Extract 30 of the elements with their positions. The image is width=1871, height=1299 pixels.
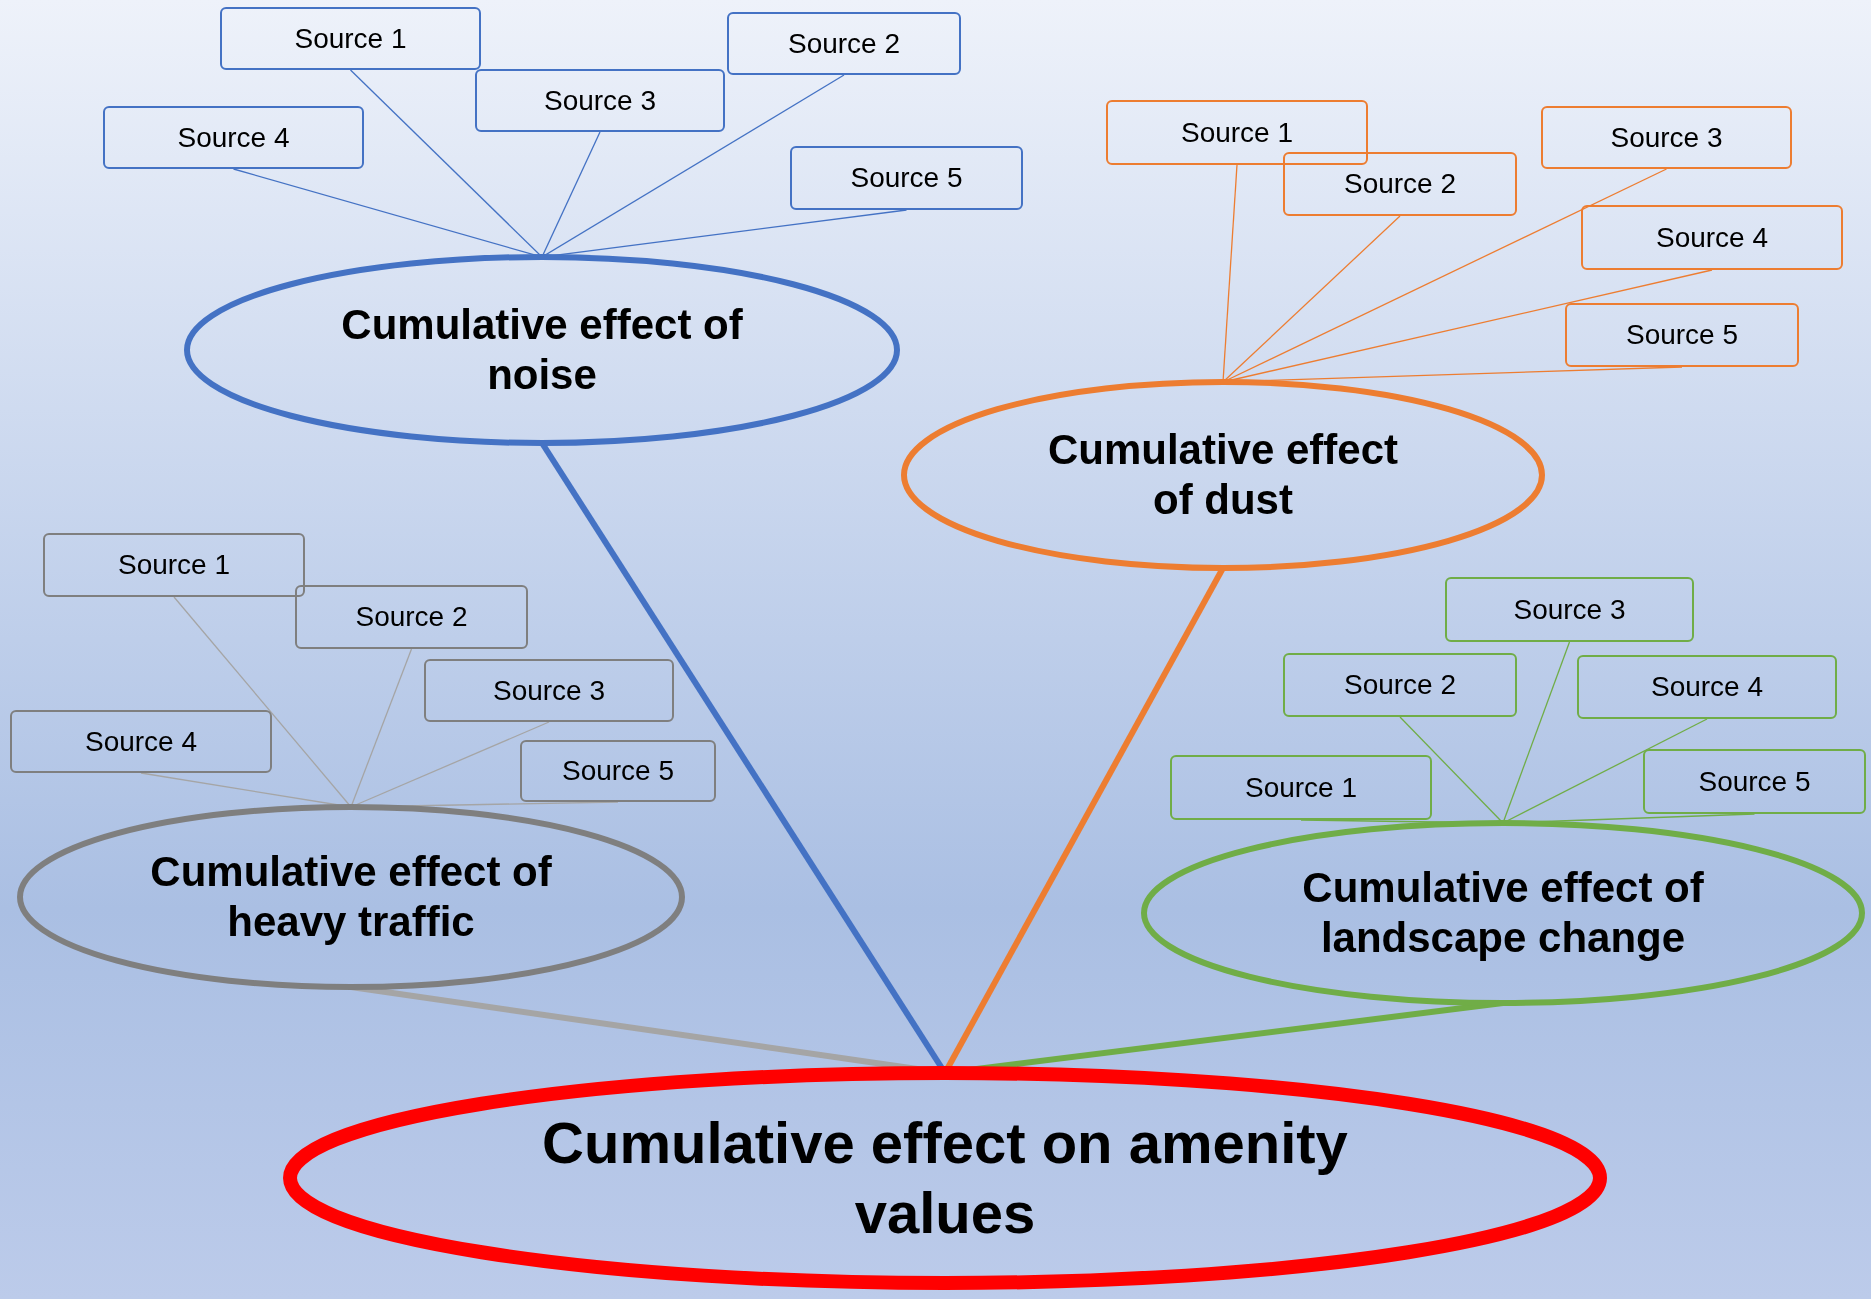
source-box: Source 3 — [424, 659, 674, 722]
node-label: Cumulative effect of dust — [1046, 424, 1400, 525]
source-box: Source 4 — [103, 106, 364, 169]
source-box: Source 1 — [1106, 100, 1368, 165]
source-box: Source 2 — [295, 585, 528, 649]
ellipse-node — [901, 379, 1545, 571]
source-box: Source 2 — [727, 12, 961, 75]
source-box: Source 3 — [1445, 577, 1694, 642]
node-label: Cumulative effect of heavy traffic — [149, 846, 553, 947]
node-label: Cumulative effect on amenity values — [541, 1109, 1349, 1247]
ellipse-node — [17, 804, 685, 990]
source-box: Source 5 — [790, 146, 1023, 210]
source-box: Source 1 — [1170, 755, 1432, 820]
source-box: Source 3 — [475, 69, 725, 132]
ellipse-node — [283, 1066, 1607, 1290]
source-box: Source 1 — [220, 7, 481, 70]
node-label: Cumulative effect of noise — [340, 299, 744, 400]
source-box: Source 4 — [1581, 205, 1843, 270]
source-box: Source 3 — [1541, 106, 1792, 169]
source-box: Source 2 — [1283, 152, 1517, 216]
source-box: Source 5 — [520, 740, 716, 802]
source-box: Source 2 — [1283, 653, 1517, 717]
node-label: Cumulative effect of landscape change — [1301, 862, 1705, 963]
ellipse-node — [1141, 820, 1865, 1006]
ellipse-node — [184, 254, 900, 446]
source-box: Source 5 — [1565, 303, 1799, 367]
source-box: Source 4 — [1577, 655, 1837, 719]
source-box: Source 5 — [1643, 749, 1866, 814]
source-box: Source 4 — [10, 710, 272, 773]
source-box: Source 1 — [43, 533, 305, 597]
